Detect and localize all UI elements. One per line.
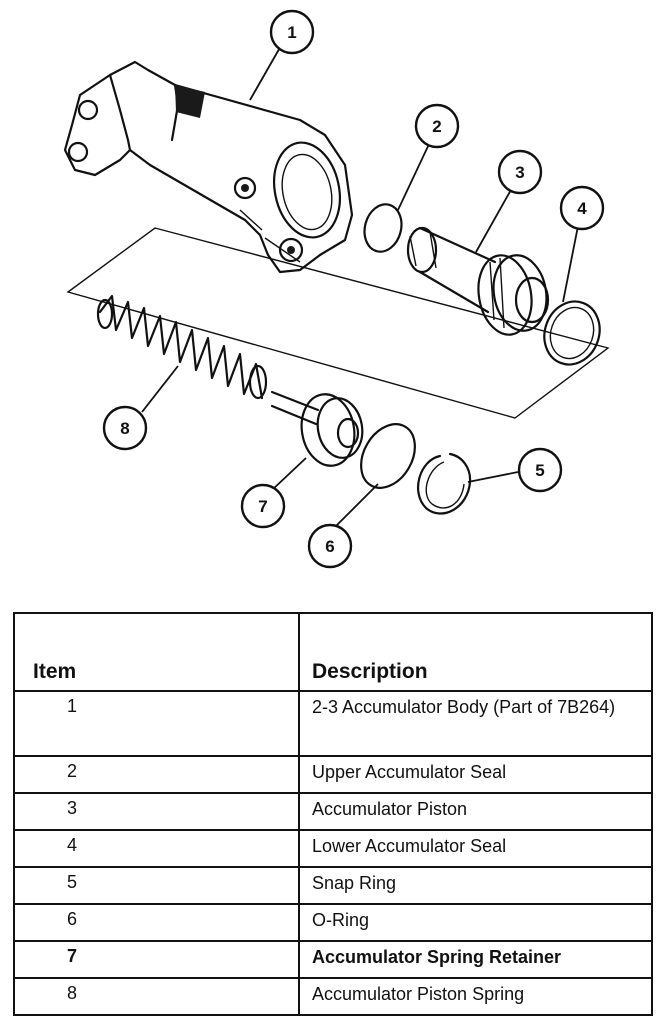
parts-table: Item Description 1 2-3 Accumulator Body … (13, 612, 653, 1016)
item-number: 4 (13, 829, 300, 868)
callout-label: 4 (577, 199, 587, 218)
callout-6: 6 (307, 523, 353, 569)
table-row: 4 Lower Accumulator Seal (13, 829, 653, 868)
table-row: 2 Upper Accumulator Seal (13, 755, 653, 794)
leader-lines (141, 43, 579, 529)
item-number: 3 (13, 792, 300, 831)
callout-label: 6 (325, 537, 334, 556)
spring-retainer (270, 390, 364, 467)
description-column-header: Description (298, 612, 653, 692)
upper-seal (363, 203, 403, 253)
exploded-view-diagram: 1 2 3 4 5 6 7 8 (63, 9, 610, 569)
item-description: Accumulator Spring Retainer (298, 940, 653, 979)
item-number: 8 (13, 977, 300, 1016)
callout-5: 5 (517, 447, 563, 493)
callout-3: 3 (497, 149, 543, 195)
snap-ring (416, 452, 472, 515)
table-row: 5 Snap Ring (13, 866, 653, 905)
item-number: 6 (13, 903, 300, 942)
table-header-row: Item Description (13, 612, 653, 692)
callout-7: 7 (240, 483, 286, 529)
accumulator-piston (406, 226, 550, 336)
callout-label: 7 (258, 497, 267, 516)
item-description: 2-3 Accumulator Body (Part of 7B264) (298, 690, 653, 757)
axis-frame (66, 227, 610, 419)
table-row: 3 Accumulator Piston (13, 792, 653, 831)
table-row: 8 Accumulator Piston Spring (13, 977, 653, 1016)
callout-4: 4 (559, 185, 605, 231)
lower-seal (543, 300, 601, 366)
item-description: Snap Ring (298, 866, 653, 905)
item-column-header: Item (13, 612, 300, 692)
item-number: 5 (13, 866, 300, 905)
item-description: Accumulator Piston Spring (298, 977, 653, 1016)
table-row: 1 2-3 Accumulator Body (Part of 7B264) (13, 690, 653, 757)
item-description: O-Ring (298, 903, 653, 942)
item-description: Lower Accumulator Seal (298, 829, 653, 868)
o-ring (360, 423, 416, 489)
callout-1: 1 (269, 9, 315, 55)
callout-label: 1 (287, 23, 296, 42)
callout-label: 3 (515, 163, 524, 182)
table-row: 7 Accumulator Spring Retainer (13, 940, 653, 979)
item-description: Upper Accumulator Seal (298, 755, 653, 794)
table-row: 6 O-Ring (13, 903, 653, 942)
callout-8: 8 (102, 405, 148, 451)
accumulator-body (63, 60, 354, 274)
item-number: 2 (13, 755, 300, 794)
item-number: 1 (13, 690, 300, 757)
item-description: Accumulator Piston (298, 792, 653, 831)
callout-label: 8 (120, 419, 129, 438)
callout-label: 5 (535, 461, 544, 480)
item-number: 7 (13, 940, 300, 979)
callout-2: 2 (414, 103, 460, 149)
callout-label: 2 (432, 117, 441, 136)
piston-spring (96, 294, 268, 400)
